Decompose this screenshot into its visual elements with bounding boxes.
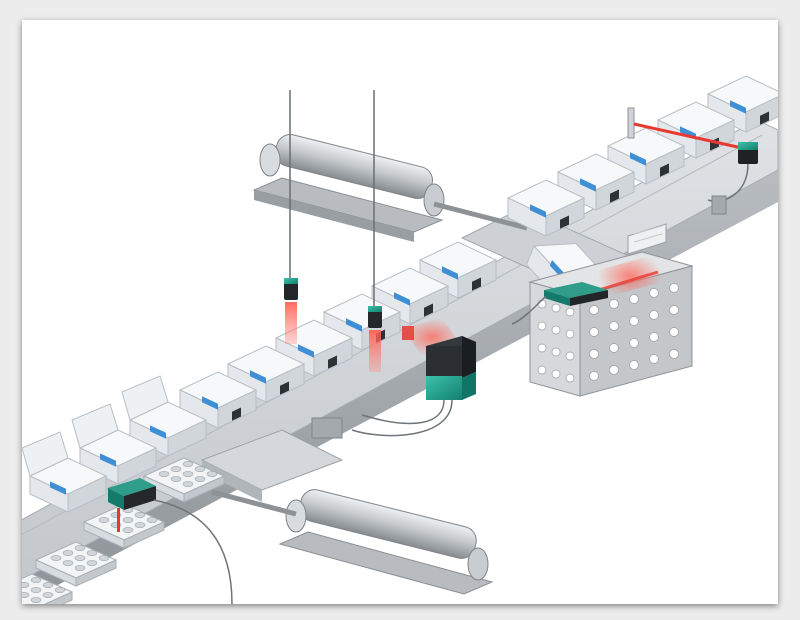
conveyor-supports	[311, 195, 727, 439]
laser-sensor-icon	[108, 478, 233, 604]
laser-sensor-icon	[368, 90, 382, 372]
camera-sensor-icon	[351, 318, 476, 437]
guide-plate	[627, 223, 667, 255]
pneumatic-pusher-icon	[252, 134, 528, 242]
laser-sensor-icon	[284, 90, 298, 344]
reject-tray	[200, 429, 344, 502]
illustration-frame	[22, 20, 778, 604]
conveyor-illustration	[22, 75, 778, 604]
laser-sensor-icon	[511, 254, 662, 325]
pneumatic-pusher-icon	[211, 489, 494, 595]
